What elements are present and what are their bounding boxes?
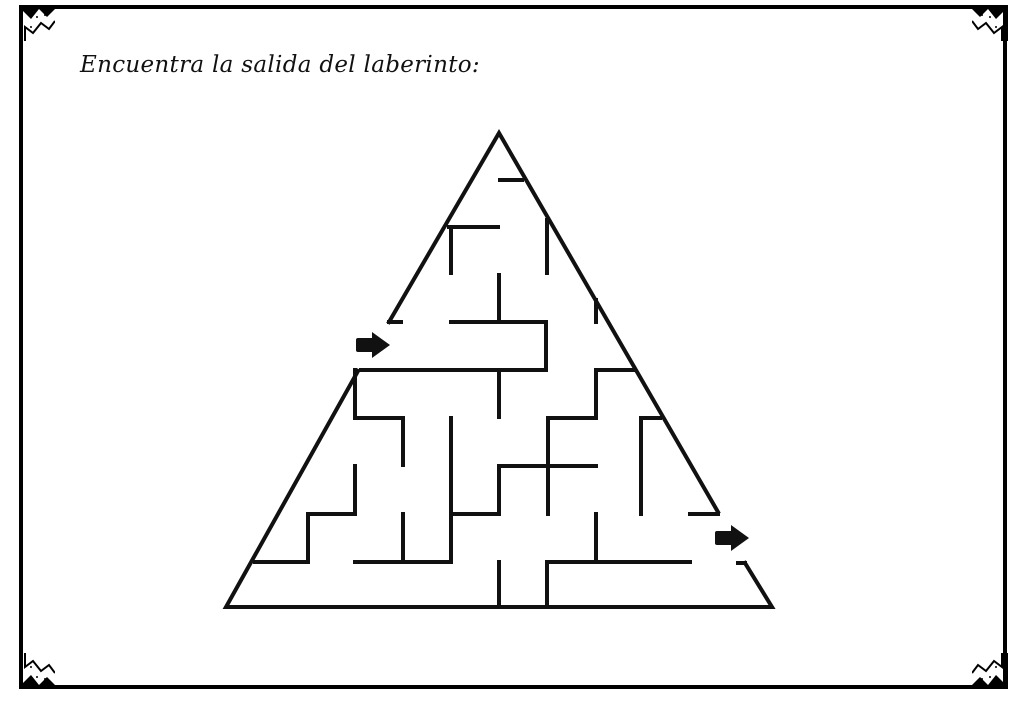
zigzag-corner-icon	[972, 653, 1008, 689]
page-title: Encuentra la salida del laberinto:	[80, 52, 480, 78]
zigzag-corner-icon	[19, 5, 55, 41]
zigzag-corner-icon	[19, 653, 55, 689]
maze-outer-left-upper	[386, 129, 721, 515]
page-border	[19, 5, 1007, 689]
zigzag-corner-icon	[972, 5, 1008, 41]
entrance-arrow-icon	[356, 332, 390, 358]
exit-arrow-icon	[715, 525, 749, 551]
